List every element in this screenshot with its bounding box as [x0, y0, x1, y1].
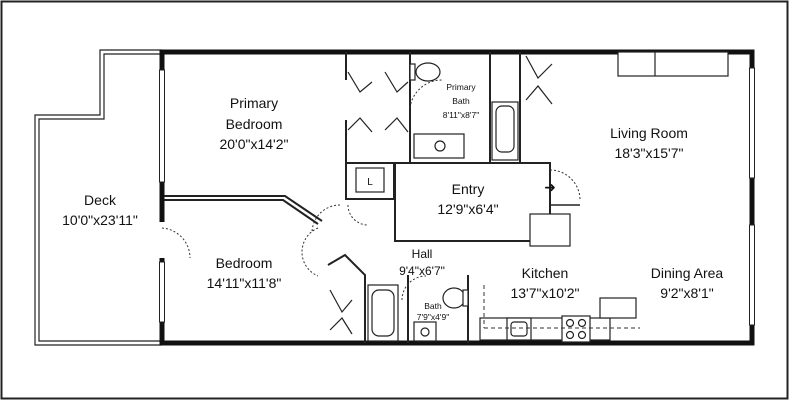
exterior-walls — [159, 49, 755, 346]
stove-icon — [561, 315, 591, 343]
door-swings — [161, 79, 581, 301]
primary-toilet-icon — [415, 62, 441, 82]
dining-area-dims: 9'2"x8'1" — [660, 285, 713, 301]
bedroom-name: Bedroom — [216, 255, 273, 271]
primary-bath-dims: 8'11"x8'7" — [443, 110, 480, 120]
windows — [159, 67, 755, 326]
deck-outline — [34, 49, 162, 346]
primary-bath-fixtures — [409, 62, 519, 161]
primary-bath-name-2: Bath — [452, 96, 470, 106]
bedroom-dims: 14'11"x11'8" — [207, 275, 282, 291]
refrigerator-icon — [599, 297, 637, 319]
closet-doors — [329, 55, 553, 335]
primary-bedroom-name-1: Primary — [230, 95, 278, 111]
kitchen-fixtures — [479, 213, 637, 343]
entry-dims: 12'9"x6'4" — [437, 201, 498, 217]
bath-name: Bath — [424, 301, 442, 311]
kitchen-name: Kitchen — [522, 265, 569, 281]
entry-arrow-icon: ➜ — [544, 179, 556, 195]
primary-bedroom-name-2: Bedroom — [226, 116, 283, 132]
living-room-dims: 18'3"x15'7" — [614, 145, 683, 161]
hall-toilet-icon — [442, 287, 466, 309]
entry-name: Entry — [452, 181, 485, 197]
bath-dims: 7'9"x4'9" — [417, 312, 449, 322]
living-cabinets — [617, 51, 729, 77]
living-room-name: Living Room — [610, 125, 688, 141]
kitchen-dashed-lines — [483, 285, 640, 329]
laundry-box — [355, 167, 385, 193]
hall-bath-fixtures — [367, 284, 469, 342]
room-labels: Deck 10'0"x23'11" Primary Bedroom 20'0"x… — [62, 82, 723, 322]
kitchen-island — [529, 213, 571, 247]
primary-bath-name-1: Primary — [446, 82, 476, 92]
dining-area-name: Dining Area — [651, 265, 724, 281]
hall-name: Hall — [412, 247, 433, 261]
deck-dims: 10'0"x23'11" — [62, 212, 138, 228]
kitchen-dims: 13'7"x10'2" — [510, 285, 579, 301]
hall-dims: 9'4"x6'7" — [399, 264, 445, 278]
deck-name: Deck — [84, 192, 117, 208]
laundry-label: L — [367, 177, 373, 188]
primary-bedroom-dims: 20'0"x14'2" — [219, 136, 288, 152]
